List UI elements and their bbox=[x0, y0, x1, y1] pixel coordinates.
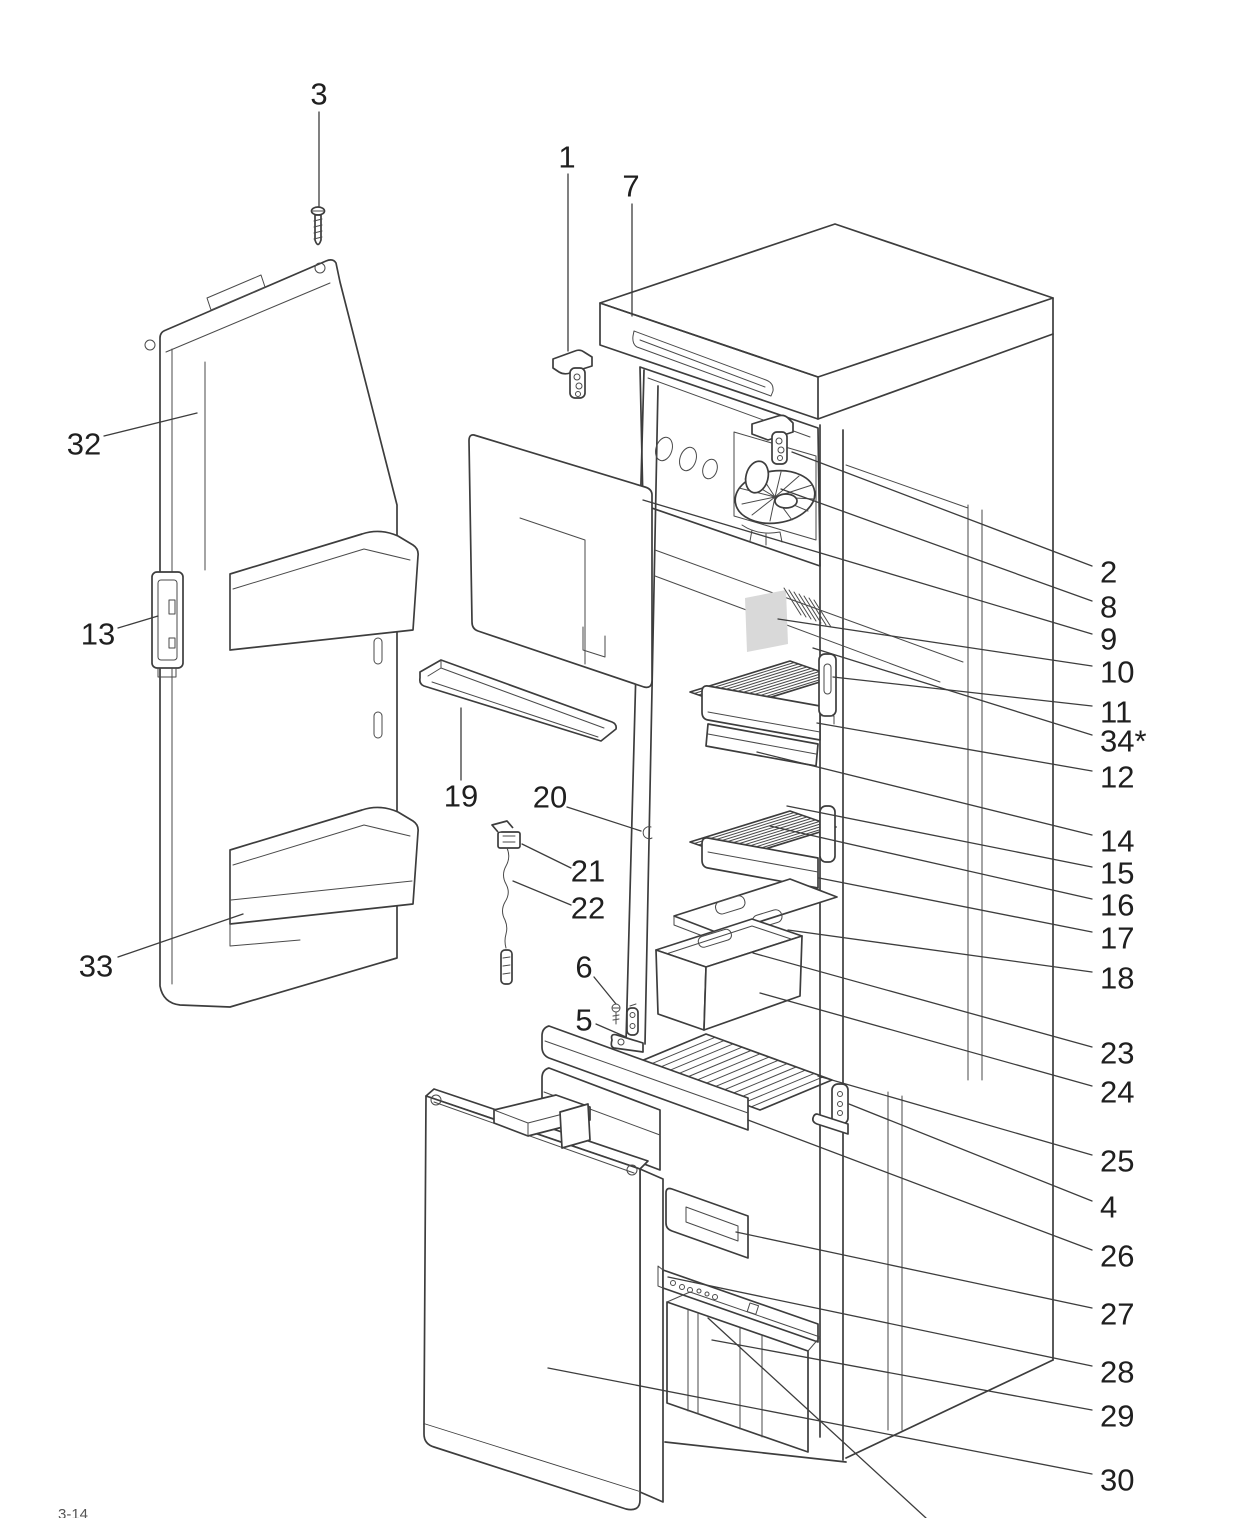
page-footer: 3-14 bbox=[58, 1506, 89, 1518]
leader-9 bbox=[642, 499, 1093, 635]
freezer-drawer-bin bbox=[666, 1291, 821, 1453]
leader-lines bbox=[103, 111, 1093, 1518]
callout-26: 26 bbox=[1100, 1239, 1134, 1274]
callout-32: 32 bbox=[67, 427, 101, 462]
drip-tray bbox=[418, 659, 618, 742]
door-bin-lower bbox=[229, 806, 419, 947]
callout-34*: 34* bbox=[1100, 724, 1147, 759]
leader-34* bbox=[812, 647, 1093, 736]
callout-22: 22 bbox=[571, 891, 605, 926]
door-lock bbox=[151, 571, 184, 678]
shelf-front-rail bbox=[541, 1025, 749, 1171]
right-hinge-bracket bbox=[811, 1083, 849, 1135]
crisper-bin bbox=[655, 918, 803, 1031]
callout-11: 11 bbox=[1100, 695, 1132, 730]
callout-6: 6 bbox=[575, 950, 592, 985]
shelf-lower bbox=[689, 805, 837, 889]
callout-27: 27 bbox=[1100, 1297, 1134, 1332]
leader-20 bbox=[566, 806, 642, 832]
callout-10: 10 bbox=[1100, 655, 1134, 690]
leader-33 bbox=[117, 913, 244, 958]
callout-19: 19 bbox=[444, 779, 478, 814]
leader-22 bbox=[512, 880, 572, 906]
shelf-upper bbox=[689, 660, 837, 767]
leader-13 bbox=[117, 615, 159, 629]
leader-11 bbox=[832, 676, 1093, 707]
leader-5 bbox=[595, 1023, 627, 1038]
callout-20: 20 bbox=[533, 780, 567, 815]
mounting-screw bbox=[310, 206, 326, 246]
shelf-retainer bbox=[818, 653, 837, 725]
leader-4 bbox=[848, 1103, 1093, 1202]
leader-cutoff-1 bbox=[707, 1317, 927, 1518]
callout-8: 8 bbox=[1100, 590, 1117, 625]
callout-25: 25 bbox=[1100, 1144, 1134, 1179]
callout-29: 29 bbox=[1100, 1399, 1134, 1434]
callout-14: 14 bbox=[1100, 824, 1134, 859]
leader-29 bbox=[711, 1339, 1093, 1411]
leader-15 bbox=[786, 805, 1093, 868]
leader-2 bbox=[791, 451, 1093, 567]
callout-7: 7 bbox=[622, 169, 639, 204]
leader-23 bbox=[752, 952, 1093, 1048]
thermostat-bracket bbox=[491, 820, 521, 849]
vent-grille bbox=[783, 587, 832, 628]
leader-10 bbox=[777, 618, 1093, 667]
callout-1: 1 bbox=[558, 140, 575, 175]
cabinet bbox=[599, 223, 1054, 1463]
callout-16: 16 bbox=[1100, 888, 1134, 923]
callout-3: 3 bbox=[310, 77, 327, 112]
leader-21 bbox=[521, 843, 572, 869]
middle-hinge-bracket bbox=[610, 1033, 644, 1053]
leader-24 bbox=[759, 992, 1093, 1087]
leader-18 bbox=[787, 929, 1093, 973]
top-cap bbox=[599, 297, 1054, 420]
door-bin-upper bbox=[229, 530, 419, 651]
leader-32 bbox=[103, 412, 198, 437]
callout-18: 18 bbox=[1100, 961, 1134, 996]
leader-17 bbox=[818, 877, 1093, 933]
thermostat-capillary bbox=[500, 847, 513, 985]
hinge-pin bbox=[626, 1003, 639, 1036]
leader-6 bbox=[593, 976, 617, 1005]
leader-14 bbox=[756, 751, 1093, 836]
hinge-screw bbox=[611, 1003, 621, 1025]
leader-28 bbox=[667, 1276, 1093, 1367]
callout-17: 17 bbox=[1100, 921, 1134, 956]
callout-12: 12 bbox=[1100, 760, 1134, 795]
leader-26 bbox=[747, 1119, 1093, 1251]
callout-21: 21 bbox=[571, 854, 605, 889]
drawer-front bbox=[665, 1187, 749, 1259]
callout-23: 23 bbox=[1100, 1036, 1134, 1071]
callout-5: 5 bbox=[575, 1003, 592, 1038]
callout-30: 30 bbox=[1100, 1463, 1134, 1498]
callout-13: 13 bbox=[81, 617, 115, 652]
fan-hinge-bracket bbox=[751, 414, 794, 465]
callout-2: 2 bbox=[1100, 555, 1117, 590]
callout-24: 24 bbox=[1100, 1075, 1134, 1110]
leader-25 bbox=[817, 1075, 1093, 1156]
leader-12 bbox=[816, 722, 1093, 772]
freezer-fan bbox=[734, 460, 816, 546]
leader-16 bbox=[769, 825, 1093, 900]
lower-door bbox=[423, 1088, 664, 1511]
callout-33: 33 bbox=[79, 949, 113, 984]
top-hinge-bracket bbox=[552, 349, 593, 399]
callout-9: 9 bbox=[1100, 622, 1117, 657]
rating-label bbox=[745, 590, 788, 652]
capillary-hook bbox=[642, 826, 653, 840]
leader-8 bbox=[780, 488, 1093, 602]
callout-28: 28 bbox=[1100, 1355, 1134, 1390]
callout-4: 4 bbox=[1100, 1190, 1117, 1225]
evaporator-plate bbox=[468, 434, 653, 689]
callout-15: 15 bbox=[1100, 856, 1134, 891]
leader-27 bbox=[735, 1231, 1093, 1309]
